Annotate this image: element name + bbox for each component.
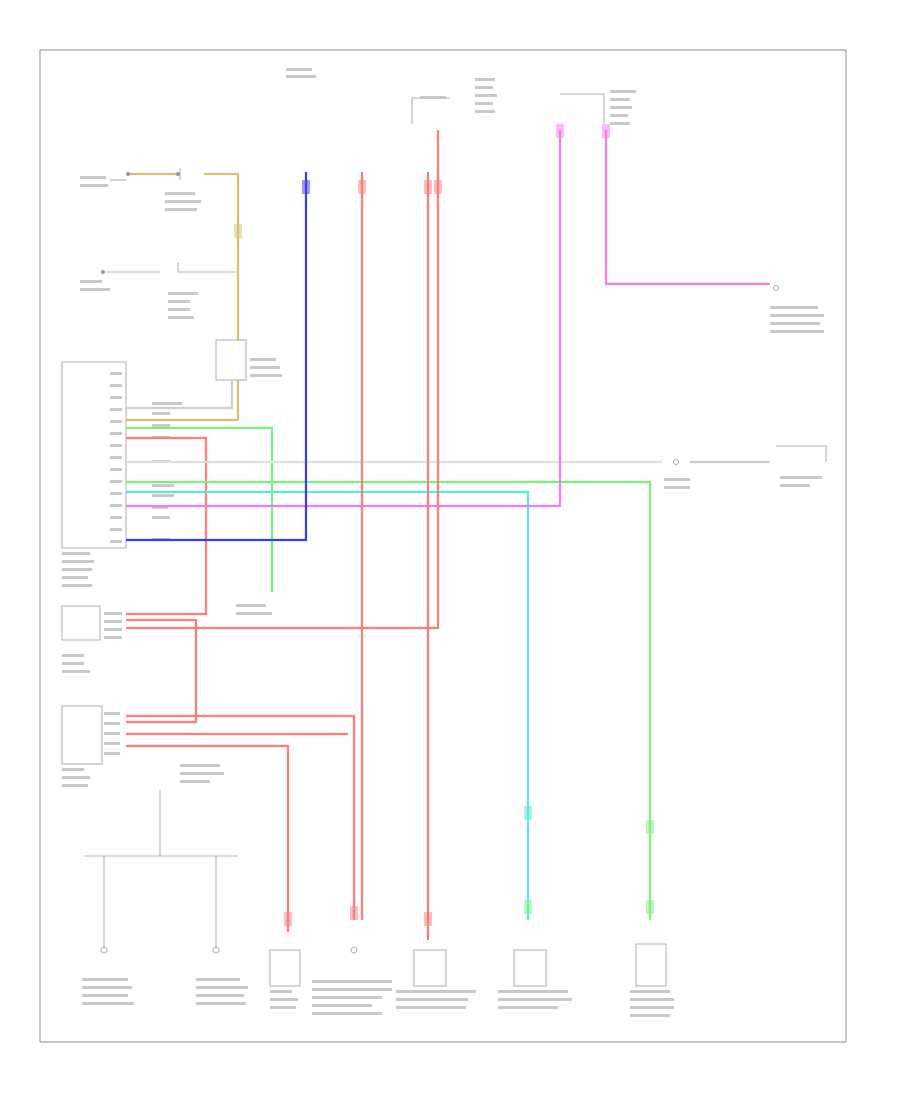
bottom-switch-2 xyxy=(196,946,248,1005)
wire-red-1 xyxy=(126,436,208,616)
wire-red-lower-1 xyxy=(126,618,198,724)
junction-connector xyxy=(215,339,282,381)
bottom-sensor-2 xyxy=(312,946,392,1015)
wire-blue xyxy=(126,172,308,542)
bottom-sensor-1 xyxy=(269,949,301,1009)
bottom-sensor-4 xyxy=(498,949,572,1009)
wire-gray-ecu xyxy=(126,380,234,410)
splice-markers xyxy=(234,124,654,926)
wire-red-lower-2 xyxy=(126,714,356,920)
bottom-switch-1 xyxy=(82,946,134,1005)
ecu-pin-labels xyxy=(110,372,122,543)
top-supply-labels xyxy=(286,68,636,125)
wire-red-vertical-3 xyxy=(126,130,440,630)
bottom-sensor-3 xyxy=(396,949,476,1009)
wire-green-1 xyxy=(126,426,274,592)
bottom-sensor-5 xyxy=(630,943,674,1017)
wire-magenta-right xyxy=(604,130,770,286)
wire-cyan xyxy=(126,490,530,920)
ground-bus xyxy=(84,790,238,948)
wire-green-long xyxy=(126,480,652,920)
relay-block-lower xyxy=(61,705,224,787)
connector-mid-right xyxy=(664,445,827,489)
wire-magenta-ecu xyxy=(126,130,562,508)
wire-red-lower-4 xyxy=(126,744,290,932)
engine-control-right xyxy=(770,285,824,333)
main-body-ecu xyxy=(61,361,127,587)
relay-block-upper xyxy=(61,604,272,673)
ecu-wire-tags xyxy=(152,402,182,541)
upper-left-switch xyxy=(80,168,240,420)
diagram-frame xyxy=(39,49,847,1043)
upper-left-switch-2 xyxy=(80,262,236,319)
